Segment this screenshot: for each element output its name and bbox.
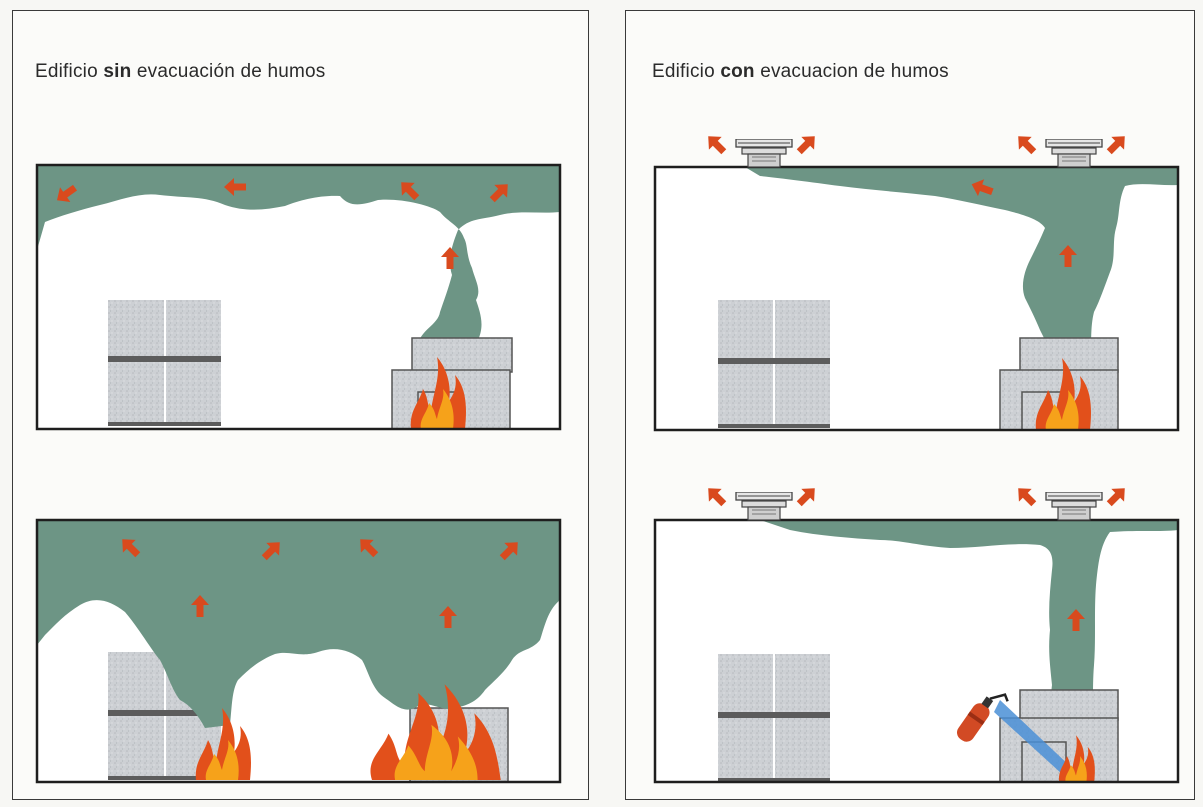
roof-smoke-vent — [1045, 139, 1103, 168]
shelf-divider — [718, 712, 830, 718]
scene-no-evacuation-spread — [35, 518, 562, 784]
roof-smoke-vent — [1045, 492, 1103, 521]
scene-with-evacuation-initial — [653, 129, 1180, 432]
burning-box — [411, 337, 513, 373]
burning-box — [1019, 689, 1119, 721]
title-text-bold: sin — [103, 61, 132, 82]
title-text-bold: con — [720, 61, 755, 82]
fire-flame — [195, 708, 251, 780]
title-text-post: evacuación de humos — [131, 61, 326, 82]
panel-title-right: Edificio con evacuacion de humos — [652, 61, 949, 83]
room-outline — [35, 518, 562, 784]
burning-box — [1019, 337, 1119, 373]
roof-smoke-vent — [735, 492, 793, 521]
room-outline — [653, 165, 1180, 432]
shelf-divider — [718, 358, 830, 364]
fire-flame-small — [1058, 735, 1095, 782]
smoke-cloud — [745, 167, 1178, 362]
smoke-cloud — [37, 520, 560, 728]
fire-flame — [410, 357, 466, 429]
scene-no-evacuation-initial — [35, 163, 562, 431]
fire-extinguisher-icon — [957, 693, 1009, 742]
title-text-post: evacuacion de humos — [754, 61, 949, 82]
room-outline — [653, 518, 1180, 784]
shelf-divider — [108, 710, 221, 716]
extinguisher-spray — [994, 700, 1072, 774]
title-text-pre: Edificio — [652, 61, 721, 82]
fire-flame-large — [370, 684, 501, 780]
fire-flame — [1035, 358, 1091, 430]
panel-title-left: Edificio sin evacuación de humos — [35, 61, 326, 83]
title-text-pre: Edificio — [35, 61, 104, 82]
shelf-divider — [108, 356, 221, 362]
roof-smoke-vent — [735, 139, 793, 168]
scene-with-evacuation-extinguishing — [653, 481, 1180, 784]
room-outline — [35, 163, 562, 431]
